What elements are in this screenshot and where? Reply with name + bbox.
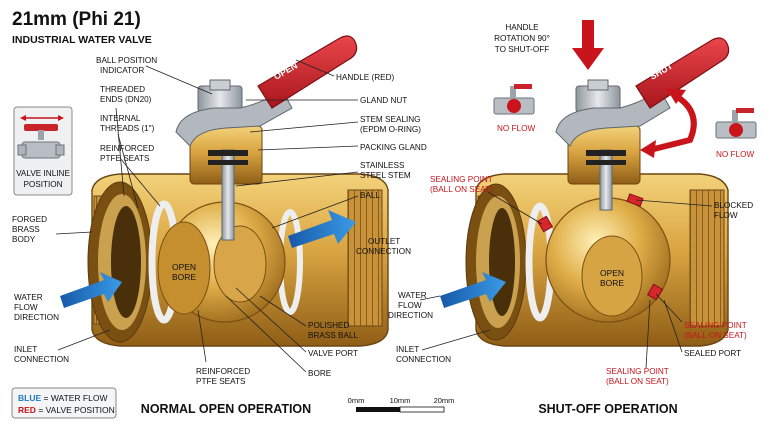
label-inlet: INLET	[14, 345, 37, 354]
label-steel-stem: STEEL STEM	[360, 171, 411, 180]
label-inlet-right: INLET	[396, 345, 419, 354]
bore-label: OPEN	[172, 262, 196, 272]
label-sealing-point-right: (BALL ON SEAT)	[684, 331, 747, 340]
label-inlet-right: CONNECTION	[396, 355, 451, 364]
inlet-flow-arrow	[60, 272, 122, 308]
label-threaded-ends: ENDS (DN20)	[100, 95, 152, 104]
label-ptfe-seats-bottom: REINFORCED	[196, 367, 250, 376]
label-sealing-point: (BALL ON SEAT)	[430, 185, 493, 194]
no-flow-indicator-right: NO FLOW	[715, 108, 757, 159]
label-sealing-point-right: SEALING POINT	[684, 321, 747, 330]
rotation-arrow-icon	[572, 20, 604, 70]
inset-caption: VALVE INLINE	[16, 169, 70, 178]
closed-bore-label: BORE	[600, 278, 624, 288]
legend-red-key: RED	[18, 405, 36, 415]
label-sealing-point-bottom: (BALL ON SEAT)	[606, 377, 669, 386]
label-water-flow-right: FLOW	[398, 301, 422, 310]
label-water-flow-right: WATER	[398, 291, 427, 300]
no-flow-label: NO FLOW	[497, 124, 535, 133]
label-valve-port: VALVE PORT	[308, 349, 358, 358]
no-flow-label: NO FLOW	[716, 150, 754, 159]
page-title: 21mm (Phi 21)	[12, 9, 141, 30]
label-bore: BORE	[308, 369, 332, 378]
right-valve-labels	[419, 191, 713, 369]
label-internal-threads: THREADS (1")	[100, 124, 155, 133]
label-threaded-ends: THREADED	[100, 85, 145, 94]
label-ball-indicator: INDICATOR	[100, 66, 144, 75]
label-water-flow: FLOW	[14, 303, 38, 312]
label-sealed-port: SEALED PORT	[684, 349, 741, 358]
label-forged-body: BODY	[12, 235, 36, 244]
inset-caption: POSITION	[23, 180, 62, 189]
page-subtitle: INDUSTRIAL WATER VALVE	[12, 34, 152, 46]
label-rotation: TO SHUT-OFF	[495, 45, 549, 54]
label-water-flow: WATER	[14, 293, 43, 302]
label-blocked-flow: BLOCKED	[714, 201, 753, 210]
label-internal-threads: INTERNAL	[100, 114, 141, 123]
color-legend: BLUE = WATER FLOW RED = VALVE POSITION	[11, 387, 117, 419]
label-outlet: OUTLET	[368, 237, 400, 246]
handle-red[interactable]	[257, 35, 358, 109]
left-valve-labels	[55, 59, 359, 373]
label-ball-indicator: BALL POSITION	[96, 56, 157, 65]
label-sealing-point-bottom: SEALING POINT	[606, 367, 669, 376]
label-stem-sealing: (EPDM O-RING)	[360, 125, 421, 134]
label-sealing-point: SEALING POINT	[430, 175, 493, 184]
label-rotation: HANDLE	[505, 23, 539, 32]
closed-inlet-flow-arrow	[440, 272, 506, 308]
label-handle: HANDLE (RED)	[336, 73, 395, 82]
caption-open-operation: NORMAL OPEN OPERATION	[141, 402, 311, 416]
inline-position-inset: VALVE INLINE POSITION	[13, 106, 73, 196]
scale-tick-label: 0mm	[348, 396, 365, 405]
label-steel-stem: STAINLESS	[360, 161, 405, 170]
label-blocked-flow: FLOW	[714, 211, 738, 220]
outlet-flow-arrow	[288, 210, 356, 248]
scale-tick-label: 10mm	[390, 396, 411, 405]
label-ptfe-seats-top: PTFE SEATS	[100, 154, 150, 163]
label-ptfe-seats-bottom: PTFE SEATS	[196, 377, 246, 386]
curved-rotation-arrow-icon	[649, 93, 697, 153]
label-outlet: CONNECTION	[356, 247, 411, 256]
label-packing-gland: PACKING GLAND	[360, 143, 427, 152]
label-stem-sealing: STEM SEALING	[360, 115, 421, 124]
label-ptfe-seats-top: REINFORCED	[100, 144, 154, 153]
bore-label: BORE	[172, 272, 196, 282]
closed-bore-label: OPEN	[600, 268, 624, 278]
label-forged-body: FORGED	[12, 215, 47, 224]
label-inlet: CONNECTION	[14, 355, 69, 364]
no-flow-indicator-left: NO FLOW	[493, 84, 535, 133]
label-polished-ball: BRASS BALL	[308, 331, 359, 340]
label-water-flow-right: DIRECTION	[388, 311, 433, 320]
right-valve: OPEN BORE SHUT	[440, 20, 730, 347]
scale-bar: 0mm 10mm 20mm	[348, 396, 455, 413]
legend-blue-text: = WATER FLOW	[41, 393, 107, 403]
scale-tick-label: 20mm	[434, 396, 455, 405]
label-polished-ball: POLISHED	[308, 321, 349, 330]
closed-handle-red[interactable]	[635, 37, 730, 109]
label-rotation: ROTATION 90°	[494, 34, 550, 43]
legend-blue-key: BLUE	[18, 393, 41, 403]
label-forged-body: BRASS	[12, 225, 40, 234]
caption-shutoff-operation: SHUT-OFF OPERATION	[538, 402, 677, 416]
svg-text:BLUE = WATER FLOW: BLUE = WATER FLOW	[18, 393, 108, 403]
legend-red-text: = VALVE POSITION	[36, 405, 115, 415]
label-water-flow: DIRECTION	[14, 313, 59, 322]
left-valve: OPEN BORE OPEN	[60, 35, 389, 347]
label-ball: BALL	[360, 191, 380, 200]
svg-text:RED = VALVE POSITION: RED = VALVE POSITION	[18, 405, 115, 415]
label-gland-nut: GLAND NUT	[360, 96, 407, 105]
